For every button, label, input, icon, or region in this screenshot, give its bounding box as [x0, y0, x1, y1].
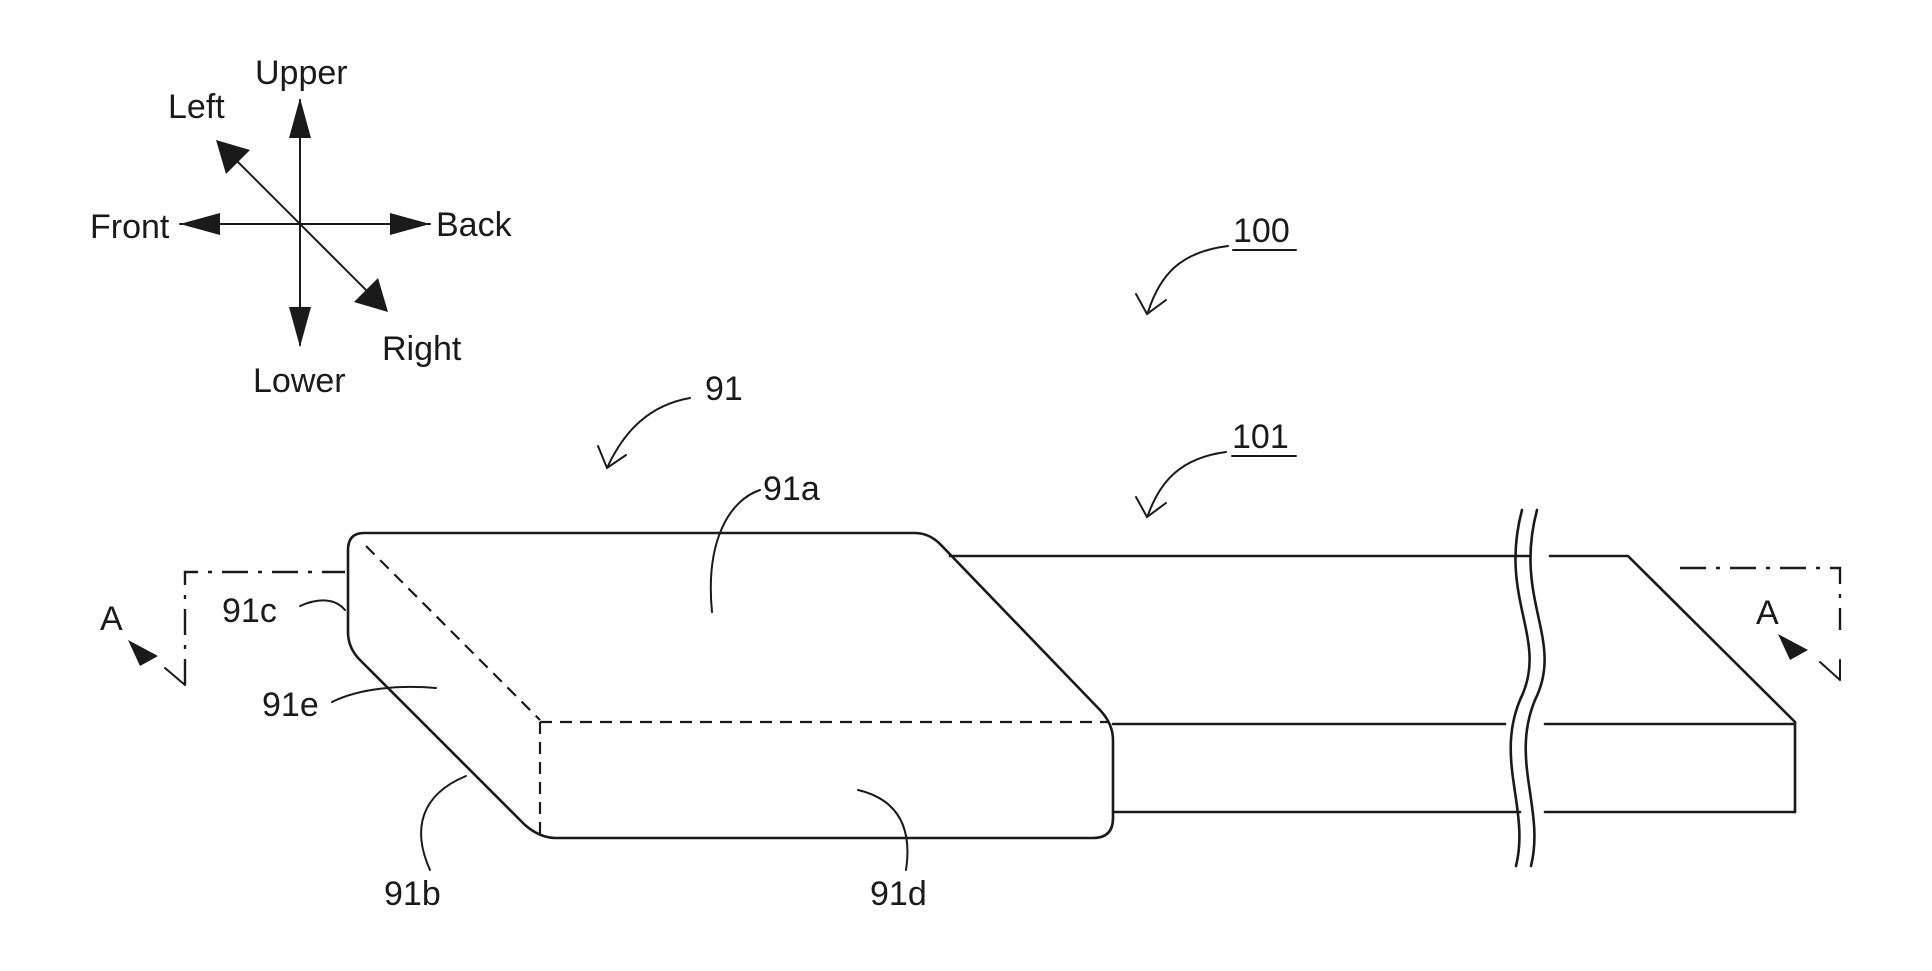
section-label-left: A [100, 600, 123, 638]
ref-91-leader [608, 398, 690, 466]
lower-arrowhead [289, 307, 311, 347]
ref-91c-leader [300, 600, 345, 610]
compass-label-upper: Upper [255, 54, 348, 92]
break-line-2 [1526, 510, 1545, 866]
ref-91d-leader [858, 790, 907, 870]
compass-label-right: Right [382, 330, 462, 368]
ref-91e-leader [332, 687, 436, 702]
ref-100-leader [1148, 246, 1228, 312]
section-line-a: A A [100, 568, 1840, 685]
ref-101-leader [1148, 452, 1226, 515]
section-arrow-right [1778, 634, 1808, 660]
compass-label-lower: Lower [253, 362, 346, 400]
block-outline [348, 533, 1113, 838]
block-91 [348, 533, 1113, 838]
ref-91e-label: 91e [262, 686, 319, 724]
compass-label-back: Back [436, 206, 513, 244]
ref-91b-label: 91b [384, 875, 441, 913]
compass-label-left: Left [168, 88, 225, 126]
strip-top-back-edge-right [1550, 556, 1795, 722]
front-arrowhead [180, 213, 220, 235]
compass-diagonal-axis [218, 142, 386, 310]
part-labels: 91a 91c 91e 91b 91d [222, 470, 927, 913]
ref-91d-label: 91d [870, 875, 927, 913]
direction-compass: Upper Lower Front Back Left Right [90, 54, 513, 400]
reference-100: 100 [1136, 212, 1296, 314]
ref-91b-leader [421, 776, 466, 870]
upper-arrowhead [289, 98, 311, 138]
section-arrow-left [128, 640, 158, 666]
back-arrowhead [390, 213, 430, 235]
ref-91a-leader [711, 490, 760, 612]
section-tick-right-diag [1820, 662, 1840, 680]
ref-91a-label: 91a [763, 470, 820, 508]
section-label-right: A [1756, 594, 1779, 632]
ref-91-label: 91 [705, 370, 743, 408]
compass-label-front: Front [90, 208, 170, 246]
strip-101 [950, 510, 1795, 866]
ref-101-label: 101 [1232, 418, 1289, 456]
section-tick-left-diag [165, 668, 185, 685]
ref-100-label: 100 [1233, 212, 1290, 250]
reference-91: 91 [598, 370, 743, 468]
ref-91c-label: 91c [222, 592, 277, 630]
reference-101: 101 [1136, 418, 1296, 517]
